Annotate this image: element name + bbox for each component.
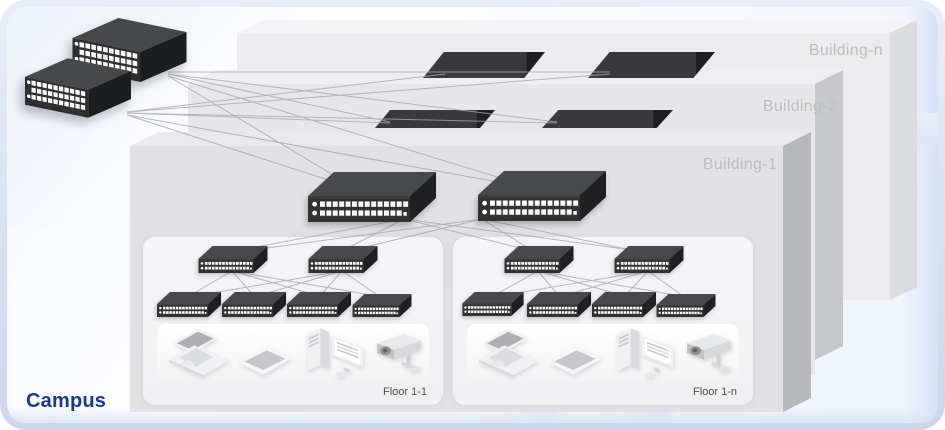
- distribution-switch-icon: [308, 172, 436, 222]
- core-switch-icon: [25, 58, 131, 118]
- desktop-pc-icon: [611, 324, 681, 381]
- aggregation-switch-icon: [504, 246, 574, 273]
- access-switch-icon: [656, 294, 716, 317]
- building-switch-icon: [423, 52, 545, 78]
- access-switch-icon: [352, 294, 412, 317]
- smartphone-icon: [545, 334, 605, 376]
- building-1-side-face: [783, 132, 811, 412]
- building-2-label: Building-2: [762, 98, 837, 115]
- access-switch-icon: [157, 292, 221, 317]
- floor-1-1-label: Floor 1-1: [382, 386, 427, 398]
- surveillance-camera-icon: [681, 330, 739, 376]
- surveillance-camera-icon: [371, 330, 429, 376]
- aggregation-switch-icon: [308, 246, 378, 273]
- floor-1-n-label: Floor 1-n: [692, 386, 737, 398]
- access-switch-icon: [527, 292, 591, 317]
- building-n-side-face: [890, 20, 917, 300]
- access-switch-icon: [287, 292, 351, 317]
- access-switch-icon: [222, 292, 286, 317]
- desktop-pc-icon: [301, 324, 371, 381]
- aggregation-switch-icon: [198, 246, 268, 273]
- access-switch-icon: [462, 292, 524, 316]
- building-switch-icon: [542, 110, 673, 128]
- building-1-label: Building-1: [702, 156, 777, 173]
- building-2-side-face: [815, 70, 843, 360]
- laptop-icon: [477, 326, 543, 378]
- building-switch-icon: [375, 110, 495, 128]
- laptop-icon: [167, 326, 233, 378]
- campus-label: Campus: [26, 390, 107, 412]
- smartphone-icon: [235, 334, 295, 376]
- building-switch-icon: [588, 52, 715, 78]
- access-switch-icon: [592, 292, 656, 317]
- aggregation-switch-icon: [614, 246, 684, 273]
- distribution-switch-icon: [478, 171, 606, 221]
- building-n-label: Building-n: [808, 42, 883, 59]
- building-n-top-face: [237, 20, 917, 33]
- building-1-top-face: [130, 132, 811, 146]
